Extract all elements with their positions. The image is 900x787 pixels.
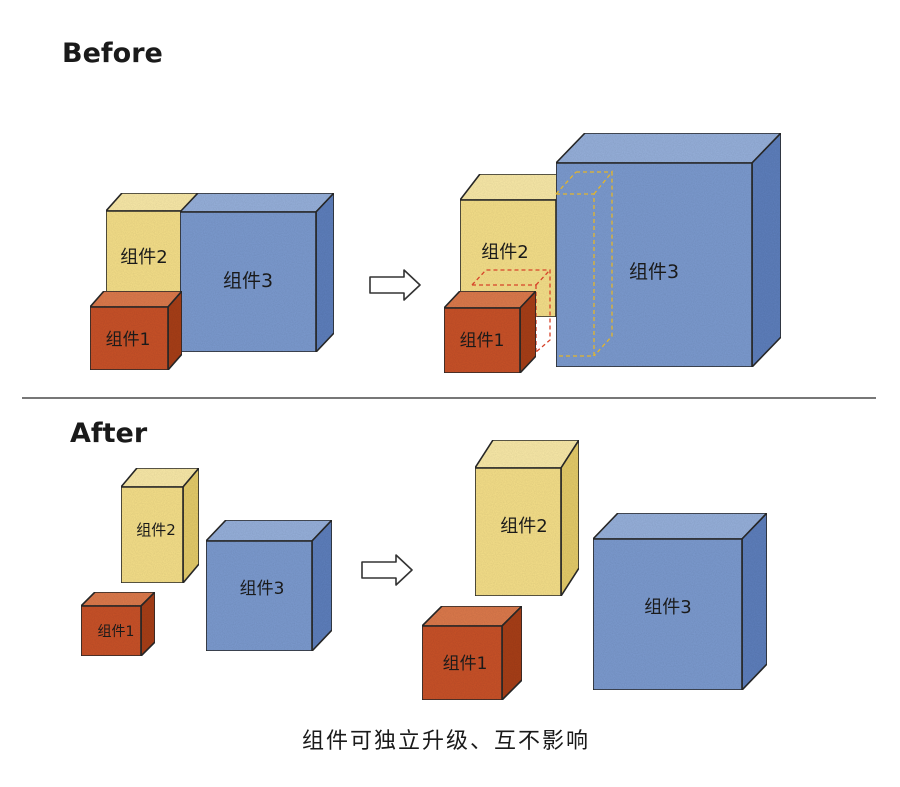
cube-side — [751, 132, 782, 368]
after-right-component-2-label: 组件2 — [500, 516, 547, 537]
before-arrow-icon — [369, 269, 421, 301]
before-heading: Before — [62, 38, 163, 69]
after-right-component-3-cube — [592, 512, 768, 691]
before-left-component-1-cube — [89, 290, 183, 371]
before-left-component-1-label: 组件1 — [106, 330, 151, 350]
after-left-component-1-label: 组件1 — [98, 624, 135, 640]
cube-top — [179, 192, 335, 213]
before-left-group: 组件2 组件3 组件1 — [89, 192, 335, 371]
cube-front — [592, 538, 743, 691]
after-right-component-1-cube — [421, 605, 523, 701]
cube-side — [315, 192, 335, 353]
after-heading: After — [70, 418, 148, 449]
cube-side — [741, 512, 768, 691]
after-arrow-icon — [361, 554, 413, 586]
after-right-component-1-label: 组件1 — [443, 654, 488, 674]
before-left-component-3-label: 组件3 — [223, 270, 273, 292]
before-right-component-1-label: 组件1 — [460, 331, 505, 351]
after-left-component-2-cube — [120, 467, 200, 584]
cube-front — [120, 486, 184, 584]
cube-front — [179, 211, 317, 353]
cube-front — [89, 306, 169, 371]
before-right-group: 组件2 组件3 — [443, 132, 782, 374]
after-left-component-1-cube — [80, 591, 156, 657]
after-left-component-2-label: 组件2 — [136, 521, 176, 539]
cube-front — [443, 307, 521, 374]
cube-side — [182, 467, 200, 584]
cube-front — [555, 162, 753, 368]
before-right-dashed-overlay — [555, 170, 613, 357]
cube-top — [555, 132, 782, 164]
cube-top — [592, 512, 768, 540]
cube-top — [205, 519, 333, 542]
cube-front — [421, 625, 503, 701]
cube-side — [311, 519, 333, 652]
before-right-component-1-cube — [443, 290, 537, 374]
after-right-component-2-cube — [474, 439, 580, 597]
before-left-component-2-cube — [105, 192, 199, 294]
before-right-component-2-label: 组件2 — [481, 242, 528, 263]
diagram-caption: 组件可独立升级、互不影响 — [302, 729, 590, 754]
cube-front — [205, 540, 313, 652]
after-left-component-3-cube — [205, 519, 333, 652]
before-left-component-2-label: 组件2 — [120, 247, 167, 268]
after-right-component-3-label: 组件3 — [644, 597, 691, 618]
before-right-component-3-label: 组件3 — [629, 261, 679, 283]
cube-top — [89, 290, 183, 308]
cube-side — [560, 439, 580, 597]
after-right-group: 组件2 组件3 组件1 — [421, 439, 768, 701]
before-left-component-3-cube — [179, 192, 335, 353]
cube-front — [80, 605, 142, 657]
before-right-component-3-cube — [555, 132, 782, 368]
after-left-group: 组件2 组件3 组件1 — [80, 467, 333, 657]
after-left-component-3-label: 组件3 — [240, 579, 285, 599]
before-right-dashed-outline-red — [471, 269, 551, 353]
cube-front — [474, 467, 562, 597]
